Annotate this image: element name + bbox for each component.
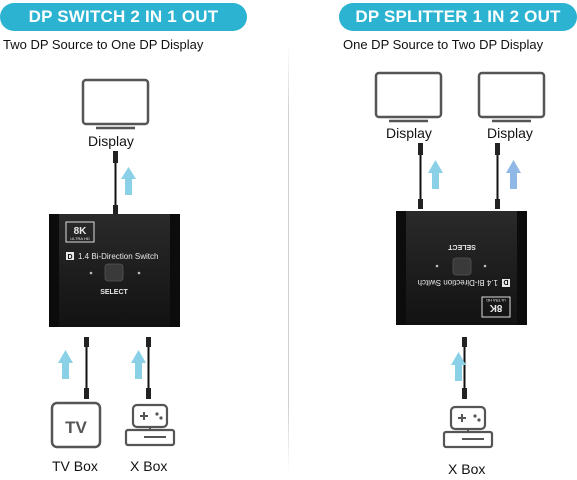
- left-subtitle: Two DP Source to One DP Display: [3, 37, 204, 52]
- model-text: 1.4 Bi-Direction Switch: [78, 252, 158, 261]
- display-monitor-icon: [374, 71, 443, 123]
- select-label: SELECT: [447, 243, 475, 250]
- select-button: [452, 257, 472, 276]
- right-title: DP SPLITTER 1 IN 2 OUT: [355, 7, 561, 26]
- badge-ultra-hd: ULTRA HD: [70, 236, 90, 241]
- left-title: DP SWITCH 2 IN 1 OUT: [28, 7, 219, 26]
- badge-ultra-hd: ULTRA HD: [486, 298, 506, 303]
- dp-cable: [113, 151, 118, 215]
- dp-mark: D: [503, 278, 508, 285]
- panel-divider: [288, 44, 289, 474]
- dp-switch-device: 8K ULTRA HD D 1.4 Bi-Direction Switch SE…: [49, 214, 180, 327]
- up-arrow-icon: [58, 350, 73, 379]
- badge-8k: 8K: [74, 226, 88, 237]
- tv-icon-text: TV: [65, 418, 87, 437]
- select-button: [104, 263, 124, 282]
- dp-cable: [146, 337, 151, 399]
- dp-splitter-device: 8K ULTRA HD D 1.4 Bi-Direction Switch SE…: [396, 211, 527, 325]
- up-arrow-icon: [506, 160, 521, 189]
- dp-cable: [418, 143, 423, 209]
- model-text: 1.4 Bi-Direction Switch: [418, 278, 498, 287]
- dp-mark: D: [67, 254, 72, 261]
- dp-cable: [84, 337, 89, 399]
- left-title-banner: DP SWITCH 2 IN 1 OUT: [0, 3, 247, 31]
- display-label: Display: [88, 133, 134, 149]
- x-box-label: X Box: [130, 458, 168, 474]
- tv-box-label: TV Box: [52, 458, 98, 474]
- select-label: SELECT: [100, 289, 128, 296]
- dp-cable: [495, 143, 500, 209]
- dp-cable: [462, 337, 467, 399]
- display-label: Display: [487, 125, 533, 141]
- badge-8k: 8K: [489, 302, 503, 313]
- up-arrow-icon: [451, 352, 466, 381]
- game-console-icon: [442, 405, 494, 449]
- display-monitor-icon: [477, 71, 546, 123]
- display-monitor-icon: [81, 78, 150, 130]
- tv-icon: TV: [50, 401, 102, 449]
- up-arrow-icon: [121, 167, 136, 195]
- game-console-icon: [124, 403, 176, 447]
- x-box-label: X Box: [448, 461, 486, 477]
- right-title-banner: DP SPLITTER 1 IN 2 OUT: [339, 3, 577, 31]
- display-label: Display: [386, 125, 432, 141]
- right-subtitle: One DP Source to Two DP Display: [343, 37, 544, 52]
- up-arrow-icon: [131, 350, 146, 379]
- up-arrow-icon: [428, 160, 443, 189]
